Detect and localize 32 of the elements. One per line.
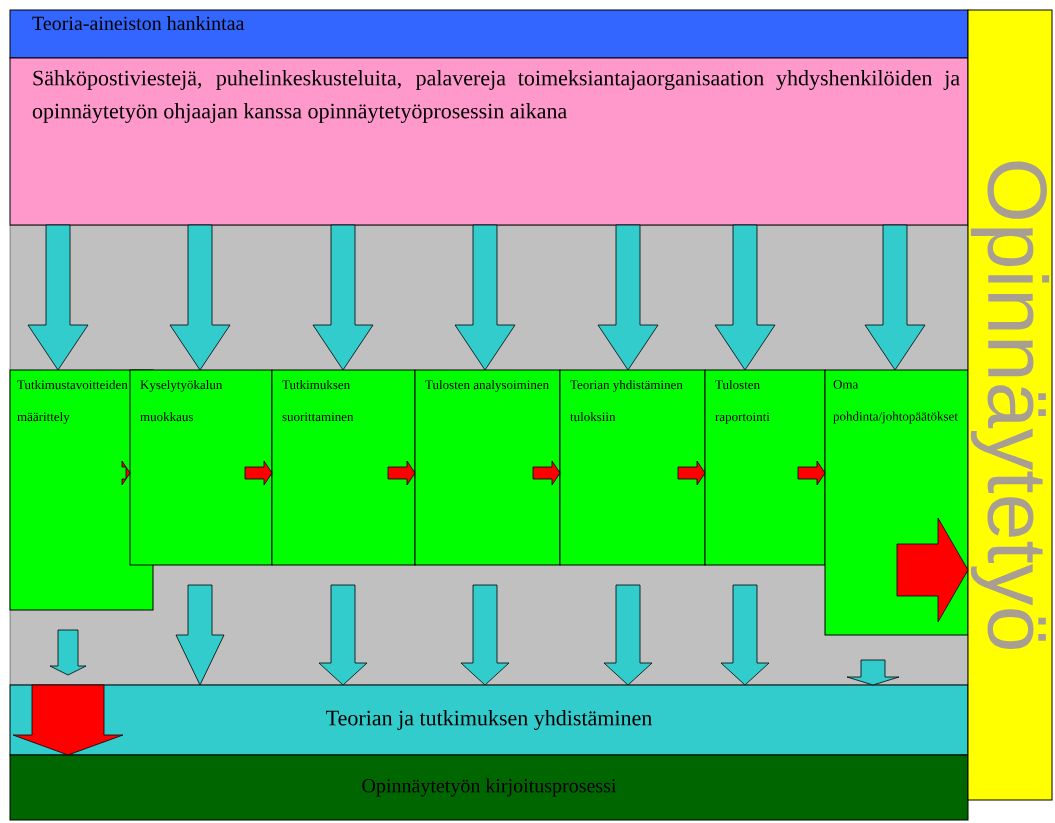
arrow bbox=[460, 584, 510, 686]
text-box: Sähköpostiviestejä, puhelinkeskusteluita, palavereja toimeksiantajaorganisaation yhdyshenkilöiden ja opinnäytetyön ohjaajan kanssa opinnäytetyöprosessin aikana bbox=[9, 57, 969, 226]
arrow bbox=[797, 460, 826, 486]
arrow bbox=[244, 460, 273, 486]
process-box: Kyselytyökalun muokkaus bbox=[129, 369, 273, 566]
arrow bbox=[12, 684, 124, 756]
process-box: Tulosten analysoiminen bbox=[414, 369, 561, 566]
process-box: Teorian yhdistäminen tuloksiin bbox=[559, 369, 706, 566]
arrow bbox=[532, 460, 561, 486]
process-box: Tutkimuksen suorittaminen bbox=[271, 369, 416, 566]
arrow bbox=[720, 584, 770, 686]
header-band: Teoria-aineiston hankintaa bbox=[9, 9, 969, 59]
band: Opinnäytetyön kirjoitusprosessi bbox=[9, 754, 969, 821]
arrow bbox=[677, 460, 706, 486]
arrow bbox=[318, 584, 368, 686]
process-box: Tulosten raportointi bbox=[704, 369, 826, 566]
arrow bbox=[846, 659, 900, 686]
band: Teorian ja tutkimuksen yhdistäminen bbox=[9, 684, 969, 756]
arrow bbox=[169, 224, 231, 371]
arrow bbox=[121, 460, 131, 486]
arrow bbox=[714, 224, 776, 371]
arrow bbox=[454, 224, 516, 371]
arrow bbox=[312, 224, 374, 371]
arrow bbox=[27, 224, 89, 371]
arrow bbox=[49, 629, 87, 676]
arrow bbox=[387, 460, 416, 486]
arrow bbox=[603, 584, 653, 686]
arrow bbox=[175, 584, 225, 686]
vertical-banner: Opinnäytetyö bbox=[967, 9, 1053, 801]
arrow bbox=[597, 224, 659, 371]
arrow bbox=[896, 517, 969, 623]
arrow bbox=[864, 224, 926, 371]
